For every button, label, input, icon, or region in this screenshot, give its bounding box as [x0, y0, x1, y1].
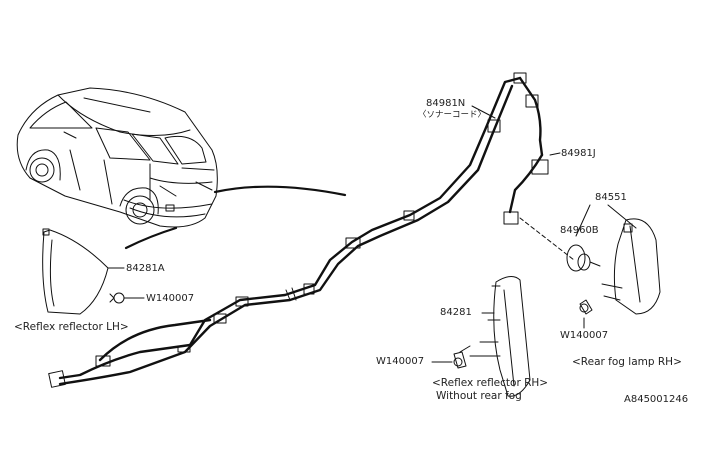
clip-w140007-rh — [453, 345, 471, 369]
reflex-reflector-rh — [469, 276, 531, 397]
sonar-cord-upper — [213, 185, 347, 197]
caption-reflector-lh: <Reflex reflector LH> — [14, 321, 129, 333]
label-84281a: 84281A — [126, 263, 165, 274]
main-harness — [58, 76, 544, 386]
clip-w140007-lh — [109, 292, 145, 304]
label-w140007-lh: W140007 — [146, 293, 195, 304]
caption-reflector-rh-note: Without rear fog — [436, 390, 522, 402]
vehicle-illustration — [16, 87, 218, 228]
harness-connectors — [48, 72, 549, 388]
label-84281: 84281 — [440, 307, 472, 318]
label-w140007-rh: W140007 — [376, 356, 425, 367]
rear-fog-lamp-rh — [601, 218, 661, 315]
figure-id: A845001246 — [624, 394, 689, 405]
label-84981n: 84981N — [426, 98, 466, 109]
dashed-guide — [519, 217, 575, 261]
fog-lamp-bulb-socket — [566, 244, 601, 272]
leader-84551b — [575, 204, 591, 237]
caption-fog-lamp-rh: <Rear fog lamp RH> — [572, 356, 682, 368]
clip-w140007-fog — [579, 299, 593, 315]
label-84981j: 84981J — [561, 148, 596, 159]
label-84960b: 84960B — [560, 225, 599, 236]
leader-84981j — [549, 152, 561, 156]
label-w140007-fog: W140007 — [560, 330, 609, 341]
label-sonar-cord-note: 〈ソナーコード〉 — [418, 110, 487, 120]
label-84551: 84551 — [595, 192, 627, 203]
leader-84551 — [607, 204, 637, 229]
caption-reflector-rh: <Reflex reflector RH> — [432, 377, 549, 389]
leader-84981n — [471, 105, 496, 119]
reflex-reflector-lh — [42, 228, 109, 315]
sonar-cord-lower — [124, 226, 178, 250]
